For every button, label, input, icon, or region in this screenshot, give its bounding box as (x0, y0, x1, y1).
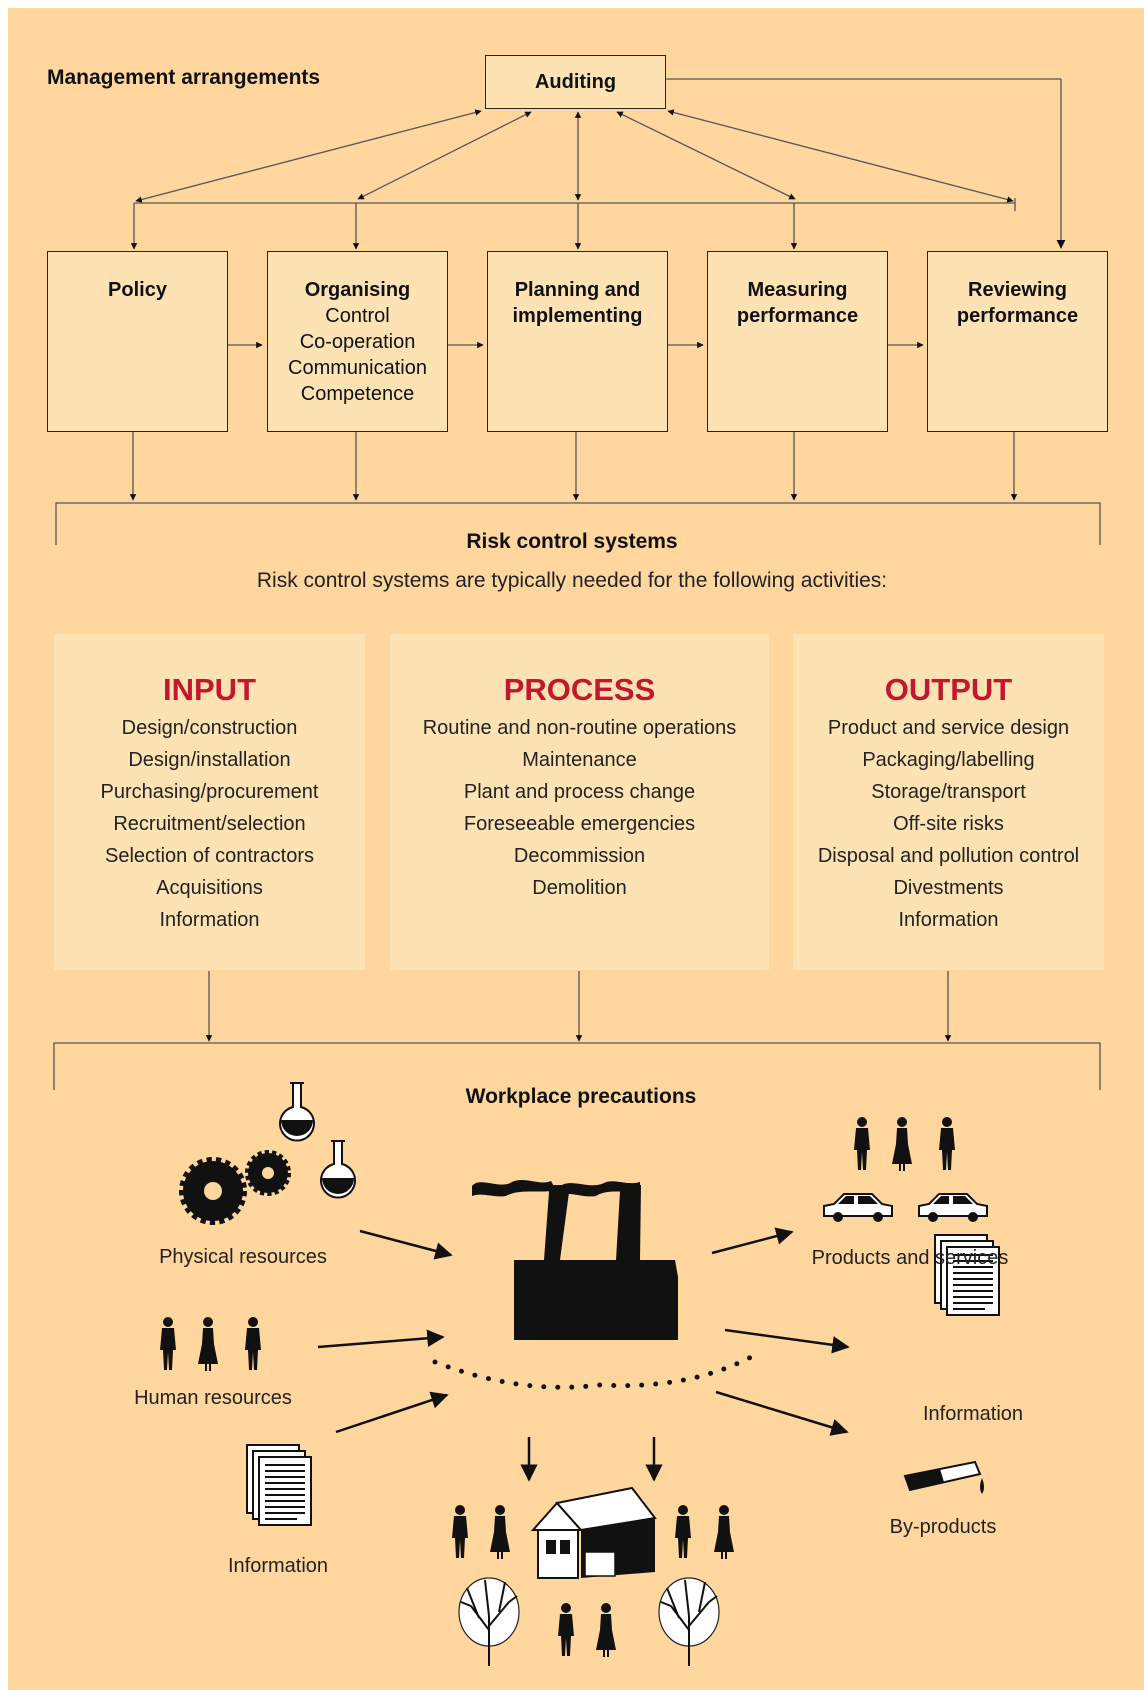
stage-item: Competence (300, 383, 415, 405)
stage-planning: Planning and implementing (487, 251, 668, 432)
panel-item: Purchasing/procurement (100, 781, 319, 803)
panel-title: OUTPUT (884, 672, 1013, 707)
panel-item: Information (159, 909, 260, 931)
panel-item: Product and service design (827, 717, 1070, 739)
panel-item: Maintenance (522, 749, 637, 771)
cars-icon (823, 1193, 988, 1223)
workplace-title: Workplace precautions (465, 1085, 697, 1108)
stage-reviewing: Reviewing performance (927, 251, 1108, 432)
panel-title: PROCESS (503, 672, 656, 707)
house-icon (530, 1486, 657, 1579)
test-tube-icon (903, 1460, 984, 1494)
panel-item: Recruitment/selection (113, 813, 306, 835)
panel-item: Design/construction (121, 717, 298, 739)
panel-item: Storage/transport (871, 781, 1026, 803)
products-services-label: Products and services (811, 1247, 1009, 1269)
stage-title: Reviewing performance (956, 279, 1079, 327)
information-in-label: Information (227, 1555, 329, 1577)
panel-item: Packaging/labelling (862, 749, 1035, 771)
people-figures-icon (854, 1117, 955, 1171)
panel-item: Design/installation (128, 749, 291, 771)
panel-item: Information (898, 909, 999, 931)
panel-output: OUTPUT Product and service design Packag… (793, 634, 1104, 970)
panel-item: Off-site risks (893, 813, 1004, 835)
human-resources-label: Human resources (134, 1387, 292, 1409)
stage-measuring: Measuring performance (707, 251, 888, 432)
dotted-boundary (432, 1352, 758, 1390)
by-products-label: By-products (889, 1516, 997, 1538)
document-stack-icon (246, 1444, 312, 1526)
panel-item: Selection of contractors (105, 845, 314, 867)
gears-icon (179, 1150, 291, 1225)
stage-title: Policy (108, 279, 167, 301)
flask-icon (279, 1082, 356, 1199)
stage-item: Control (325, 305, 390, 327)
panel-title: INPUT (163, 672, 256, 707)
stage-item: Co-operation (299, 331, 416, 353)
panel-item: Acquisitions (156, 877, 263, 899)
panel-item: Plant and process change (463, 781, 696, 803)
stage-organising: Organising Control Co-operation Communic… (267, 251, 448, 432)
information-out-label: Information (922, 1403, 1024, 1425)
page-title: Management arrangements (47, 66, 321, 89)
risk-control-subtitle: Risk control systems are typically neede… (256, 569, 888, 592)
panel-item: Divestments (893, 877, 1004, 899)
stage-item: Communication (288, 357, 427, 379)
risk-control-title: Risk control systems (466, 530, 678, 553)
panel-process: PROCESS Routine and non-routine operatio… (390, 634, 769, 970)
panel-item: Routine and non-routine operations (422, 717, 737, 739)
panel-item: Disposal and pollution control (817, 845, 1080, 867)
stage-policy: Policy (47, 251, 228, 432)
panel-item: Demolition (532, 877, 627, 899)
auditing-box: Auditing (485, 55, 666, 109)
tree-icon (458, 1577, 720, 1667)
human-resources-figures-icon (160, 1317, 261, 1371)
panel-item: Decommission (513, 845, 646, 867)
stage-title: Organising (304, 279, 411, 301)
factory-icon (472, 1180, 678, 1340)
physical-resources-label: Physical resources (159, 1246, 327, 1268)
panel-item: Foreseeable emergencies (463, 813, 696, 835)
stage-title: Planning and implementing (512, 279, 643, 327)
panel-input: INPUT Design/construction Design/install… (54, 634, 365, 970)
stage-title: Measuring performance (736, 279, 859, 327)
